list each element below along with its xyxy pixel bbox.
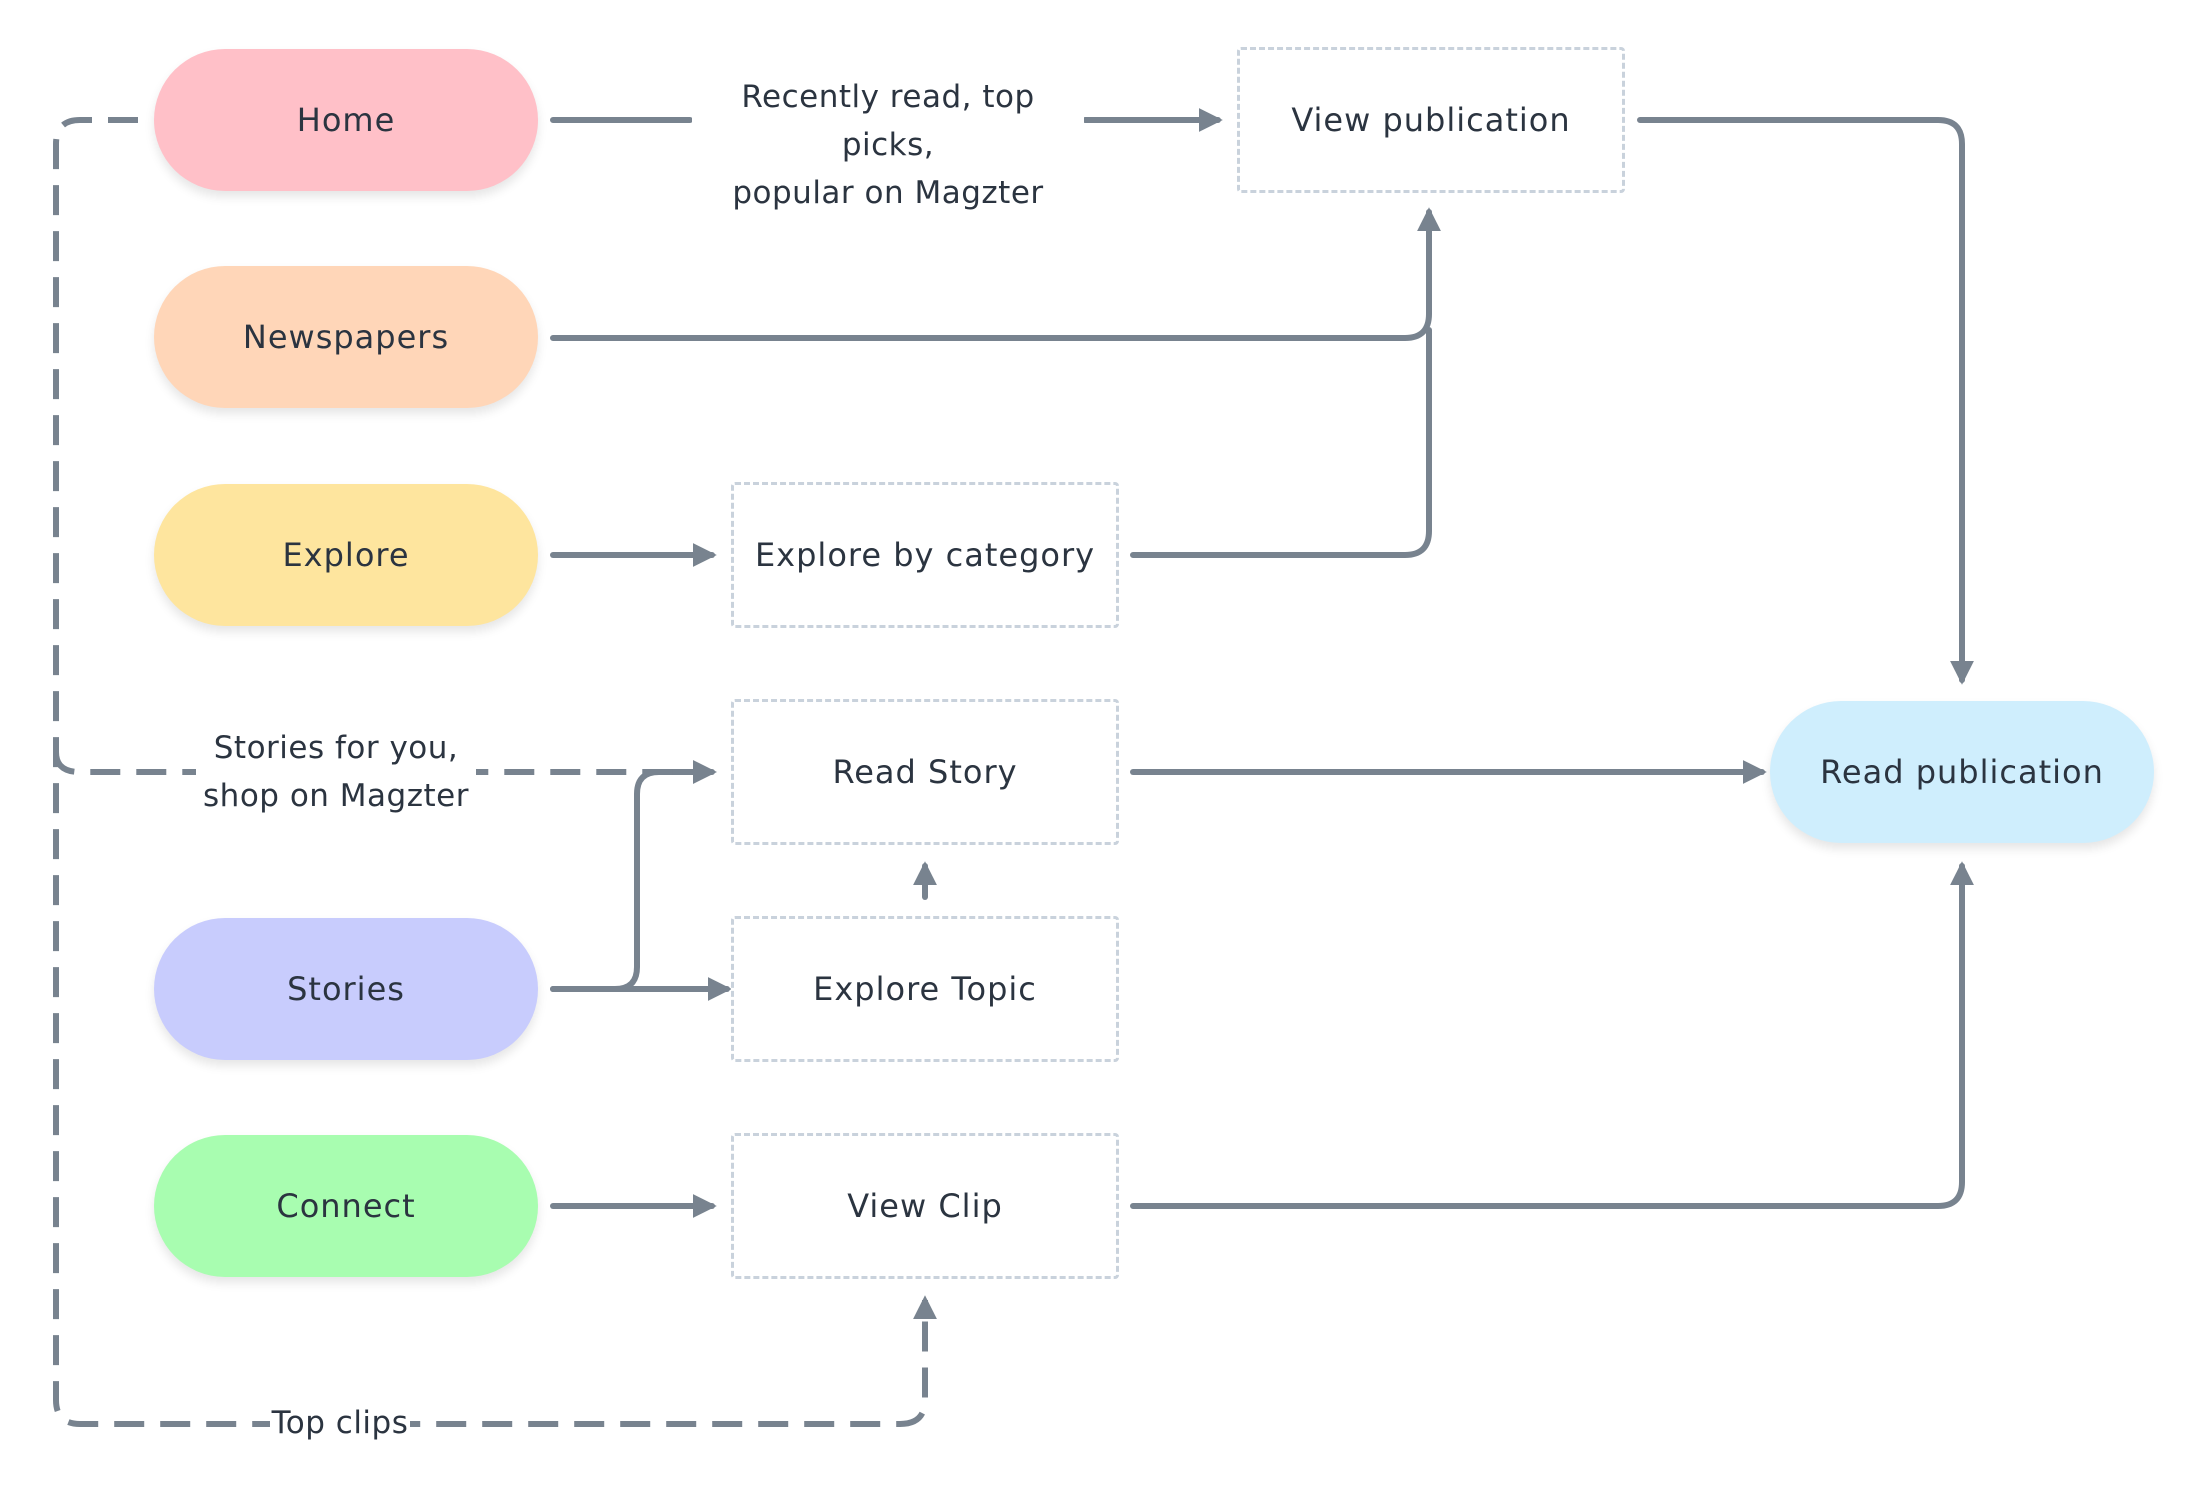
- edge-newspapers-to-view-publication: [550, 207, 1441, 341]
- edge-view-clip-to-read-publication: [1130, 861, 1974, 1209]
- node-explore-by-category-label: Explore by category: [754, 536, 1096, 574]
- node-connect-label: Connect: [276, 1187, 416, 1225]
- edge-view-publication-to-read-publication: [1637, 117, 1974, 685]
- node-newspapers-label: Newspapers: [242, 318, 450, 356]
- node-view-publication[interactable]: View publication: [1237, 47, 1625, 193]
- edge-label-stories-for-you: Stories for you, shop on Magzter: [196, 724, 476, 820]
- node-view-clip[interactable]: View Clip: [731, 1133, 1119, 1279]
- node-read-publication-label: Read publication: [1820, 753, 2104, 791]
- node-newspapers[interactable]: Newspapers: [154, 266, 538, 408]
- node-read-publication[interactable]: Read publication: [1770, 701, 2154, 843]
- edge-stories-for-you-dashed: [53, 751, 717, 784]
- node-read-story[interactable]: Read Story: [731, 699, 1119, 845]
- edge-explore-by-category-to-view-publication: [1130, 327, 1432, 558]
- node-home[interactable]: Home: [154, 49, 538, 191]
- node-read-story-label: Read Story: [832, 753, 1018, 791]
- edge-home-dashed-loop: [53, 117, 937, 1427]
- node-explore-label: Explore: [282, 536, 410, 574]
- node-stories-label: Stories: [287, 970, 405, 1008]
- edge-label-line: Recently read, top picks,: [741, 79, 1035, 163]
- edge-label-line: shop on Magzter: [203, 778, 469, 814]
- node-view-publication-label: View publication: [1291, 101, 1571, 139]
- edge-label-line: popular on Magzter: [732, 175, 1044, 211]
- edge-label-home-to-view-publication: Recently read, top picks, popular on Mag…: [692, 73, 1084, 217]
- node-home-label: Home: [296, 101, 396, 139]
- node-explore-by-category[interactable]: Explore by category: [731, 482, 1119, 628]
- node-stories[interactable]: Stories: [154, 918, 538, 1060]
- node-explore-topic[interactable]: Explore Topic: [731, 916, 1119, 1062]
- edge-label-top-clips: Top clips: [270, 1400, 410, 1446]
- edge-stories-to-read-story: [550, 760, 717, 992]
- edge-label-line: Top clips: [271, 1405, 409, 1441]
- edge-label-line: Stories for you,: [213, 730, 459, 766]
- node-connect[interactable]: Connect: [154, 1135, 538, 1277]
- node-explore[interactable]: Explore: [154, 484, 538, 626]
- node-explore-topic-label: Explore Topic: [813, 970, 1037, 1008]
- node-view-clip-label: View Clip: [847, 1187, 1003, 1225]
